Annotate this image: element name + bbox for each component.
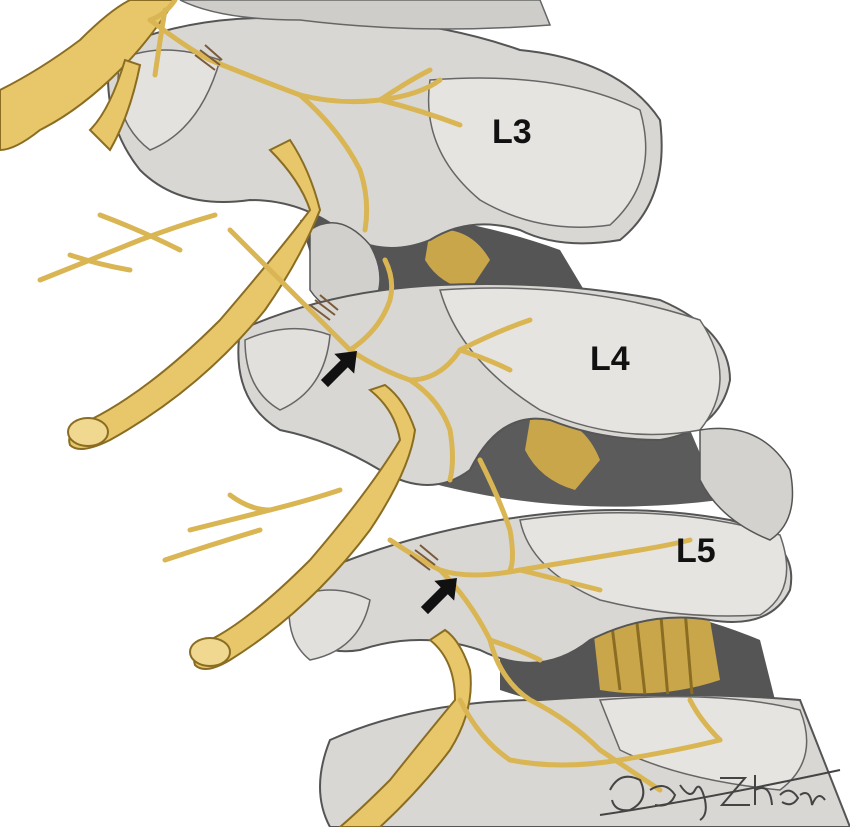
nerve-roots [0, 0, 472, 827]
label-l3: L3 [492, 113, 532, 151]
medial-branch-nerves [37, 0, 723, 793]
vertebra-l3 [107, 0, 663, 249]
label-l5: L5 [676, 532, 716, 570]
artist-signature [599, 769, 841, 821]
vertebra-l4 [237, 283, 732, 486]
label-l4: L4 [590, 340, 630, 378]
arrow-up-right-icon [320, 351, 357, 388]
arrow-up-right-icon [420, 578, 457, 615]
mammillo-accessory-ligaments [194, 44, 439, 571]
